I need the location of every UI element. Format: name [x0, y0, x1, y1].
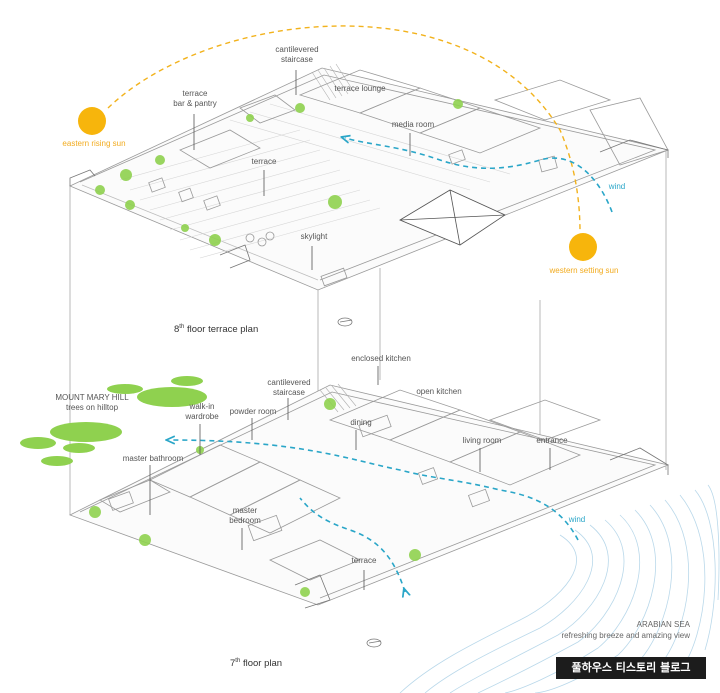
label-powder-room: powder room	[229, 407, 277, 416]
label-trees-on-hilltop: trees on hilltop	[65, 403, 119, 412]
label-entrance: entrance	[536, 436, 568, 445]
floor-plan-title: 7th floor plan	[230, 658, 283, 670]
label-sea-caption: refreshing breeze and amazing view	[561, 631, 690, 640]
label-arabian-sea: ARABIAN SEA	[636, 620, 690, 629]
sun-icon	[569, 233, 597, 261]
label-mount-mary-hill: MOUNT MARY HILL	[55, 393, 129, 402]
hill-trees	[20, 376, 207, 466]
label-dining: dining	[350, 418, 372, 427]
label-wind-bottom: wind	[568, 515, 586, 524]
label-walk-in-wardrobe: walk-in wardrobe	[185, 402, 219, 421]
floor-plan-7th	[68, 383, 670, 609]
tree-icon	[89, 99, 463, 597]
label-skylight: skylight	[300, 232, 328, 241]
label-open-kitchen: open kitchen	[416, 387, 462, 396]
label-eastern-rising-sun: eastern rising sun	[62, 139, 126, 148]
wind-arrow-icon	[170, 440, 579, 541]
label-terrace: terrace	[251, 157, 277, 166]
terrace-plan-title: 8th floor terrace plan	[174, 324, 259, 336]
label-master-bedroom: master bedroom	[229, 506, 261, 525]
label-enclosed-kitchen: enclosed kitchen	[351, 354, 411, 363]
label-media-room: media room	[391, 120, 435, 129]
sun-icon	[78, 107, 106, 135]
label-western-setting-sun: western setting sun	[549, 266, 619, 275]
north-arrow-icon	[337, 317, 382, 648]
label-terrace-bottom: terrace	[351, 556, 377, 565]
sea-waves	[399, 484, 720, 693]
label-master-bathroom: master bathroom	[122, 454, 184, 463]
sun-path	[107, 25, 581, 233]
leader-arrows	[149, 70, 551, 590]
label-cantilevered-staircase-bottom: cantilevered staircase	[267, 378, 311, 397]
label-cantilevered-staircase-top: cantilevered staircase	[275, 45, 319, 64]
blog-watermark: 풀하우스 티스토리 블로그	[556, 657, 706, 679]
label-living-room: living room	[462, 436, 502, 445]
terrace-plan	[69, 63, 670, 291]
wind-arrow-icon	[345, 138, 613, 213]
label-wind-top: wind	[608, 182, 626, 191]
label-terrace-bar-pantry: terrace bar & pantry	[173, 89, 217, 108]
label-terrace-lounge: terrace lounge	[334, 84, 386, 93]
